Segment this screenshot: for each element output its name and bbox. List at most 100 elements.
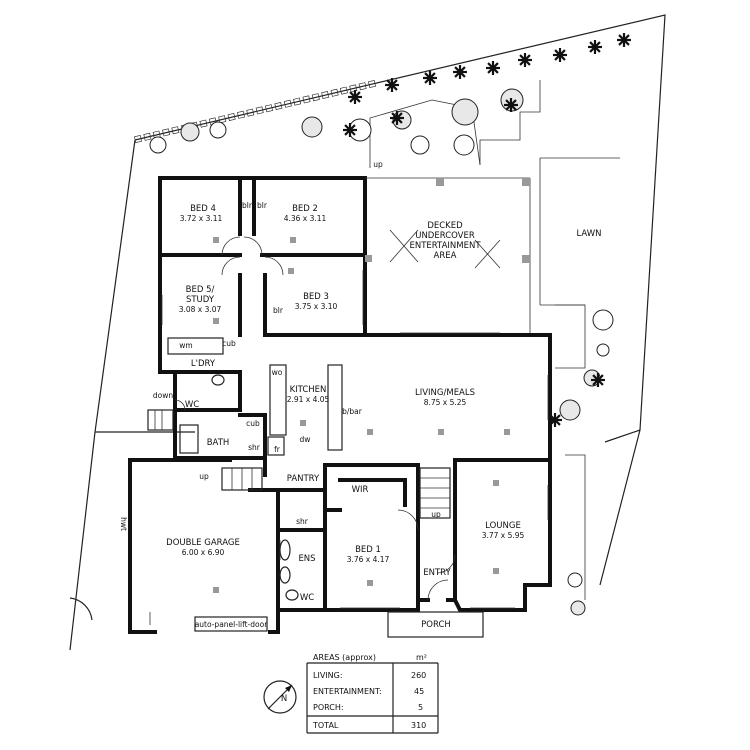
areas-unit: m²	[416, 653, 427, 662]
lounge-label: LOUNGE	[485, 521, 521, 531]
bed3-dims: 3.75 x 3.10	[295, 302, 338, 311]
blr-label-3: blr	[273, 306, 284, 315]
tree-shrub	[570, 600, 586, 616]
palm-plant	[386, 79, 398, 91]
fence-post	[236, 110, 246, 119]
garage-label: DOUBLE GARAGE	[166, 538, 240, 548]
tree-shrub	[451, 98, 479, 126]
garage-dims: 6.00 x 6.90	[182, 548, 225, 557]
fence-post	[302, 95, 311, 104]
doors	[174, 236, 456, 601]
palm-plant	[589, 41, 601, 53]
areas-title: AREAS (approx)	[313, 653, 376, 662]
bed1-label: BED 1	[355, 545, 381, 555]
tree-shrub	[453, 134, 475, 156]
bbar-label: b/bar	[342, 407, 363, 416]
windows	[149, 270, 549, 625]
hwt-label: hwt	[119, 517, 128, 531]
palm-plant	[454, 66, 466, 78]
palm-plant	[424, 72, 436, 84]
palm-plant	[618, 34, 630, 46]
bed2-dims: 4.36 x 3.11	[284, 214, 327, 223]
bath-label: BATH	[207, 438, 230, 448]
bed4-dims: 3.72 x 3.11	[180, 214, 223, 223]
area-row-label: ENTERTAINMENT:	[313, 687, 382, 696]
decked-label-1: DECKED	[427, 221, 463, 231]
area-row-value: 45	[414, 687, 424, 696]
fence-post	[171, 126, 180, 135]
tree-shrub	[149, 136, 167, 154]
fence-post	[339, 86, 348, 95]
tree-shrub	[410, 135, 430, 155]
kitchen-label: KITCHEN	[290, 385, 327, 395]
bed5-dims: 3.08 x 3.07	[179, 305, 222, 314]
fence-post	[293, 97, 302, 106]
bed5-label: BED 5/	[186, 285, 215, 295]
blr-label: blr	[242, 201, 253, 210]
porch-label: PORCH	[421, 620, 451, 630]
area-total-value: 310	[411, 721, 426, 730]
up-label-lounge: up	[431, 510, 441, 519]
fence-post	[264, 104, 274, 113]
fence-post	[311, 93, 320, 102]
lounge-dims: 3.77 x 5.95	[482, 531, 525, 540]
blr-label-2: blr	[257, 201, 268, 210]
fence-post	[133, 134, 143, 144]
shr-label-2: shr	[296, 517, 309, 526]
fr-label: fr	[274, 445, 281, 454]
garage-door-label: auto-panel-lift-door	[195, 620, 268, 629]
landscape-garden	[149, 33, 631, 616]
living-label: LIVING/MEALS	[415, 388, 475, 398]
dw-label: dw	[300, 435, 311, 444]
tree-shrub	[596, 343, 610, 357]
area-total-label: TOTAL	[312, 721, 339, 730]
fence-post	[321, 90, 330, 100]
north-letter: N	[281, 694, 287, 704]
palm-plant	[349, 91, 361, 103]
areas-table: AREAS (approx) m² LIVING: 260 ENTERTAINM…	[306, 653, 439, 734]
tree-shrub	[567, 572, 583, 588]
wir-label: WIR	[352, 485, 369, 495]
tree-shrub	[301, 116, 323, 138]
cub-label-2: cub	[246, 419, 260, 428]
porch-area	[387, 611, 484, 638]
kitchen-dims: 2.91 x 4.05	[287, 395, 330, 404]
down-label: down	[153, 391, 173, 400]
fence-post	[143, 132, 152, 141]
decked-label-3: ENTERTAINMENT	[409, 241, 481, 251]
living-dims: 8.75 x 5.25	[424, 398, 467, 407]
bed3-label: BED 3	[303, 292, 329, 302]
wo-label: wo	[272, 368, 283, 377]
palm-plant	[519, 54, 531, 66]
north-arrow-icon: N	[263, 680, 297, 714]
fence-post	[162, 128, 171, 137]
fence-post	[199, 119, 208, 128]
up-label-deck: up	[373, 160, 383, 169]
fence-post	[246, 108, 255, 117]
site-boundary	[69, 14, 666, 651]
palm-plant	[487, 62, 499, 74]
palm-plant	[592, 374, 604, 386]
shr-label: shr	[248, 443, 261, 452]
decked-label-4: AREA	[434, 251, 457, 261]
cub-label: cub	[222, 339, 236, 348]
area-row-label: LIVING:	[313, 671, 343, 680]
lawn-label: LAWN	[576, 229, 601, 239]
fence-post	[218, 115, 227, 124]
fence-post	[367, 79, 377, 89]
bed5-label-2: STUDY	[186, 295, 215, 305]
palm-plant	[391, 112, 403, 124]
fixtures	[167, 229, 501, 632]
pantry-label: PANTRY	[287, 474, 320, 484]
fence-post	[330, 88, 339, 97]
stairs	[147, 409, 451, 519]
bed1-dims: 3.76 x 4.17	[347, 555, 390, 564]
area-row-label: PORCH:	[313, 703, 344, 712]
fence-post	[358, 82, 367, 91]
bed2-label: BED 2	[292, 204, 318, 214]
fence-post	[274, 101, 283, 111]
palm-plant	[554, 49, 566, 61]
tree-shrub	[180, 122, 200, 142]
area-row-value: 260	[411, 671, 426, 680]
